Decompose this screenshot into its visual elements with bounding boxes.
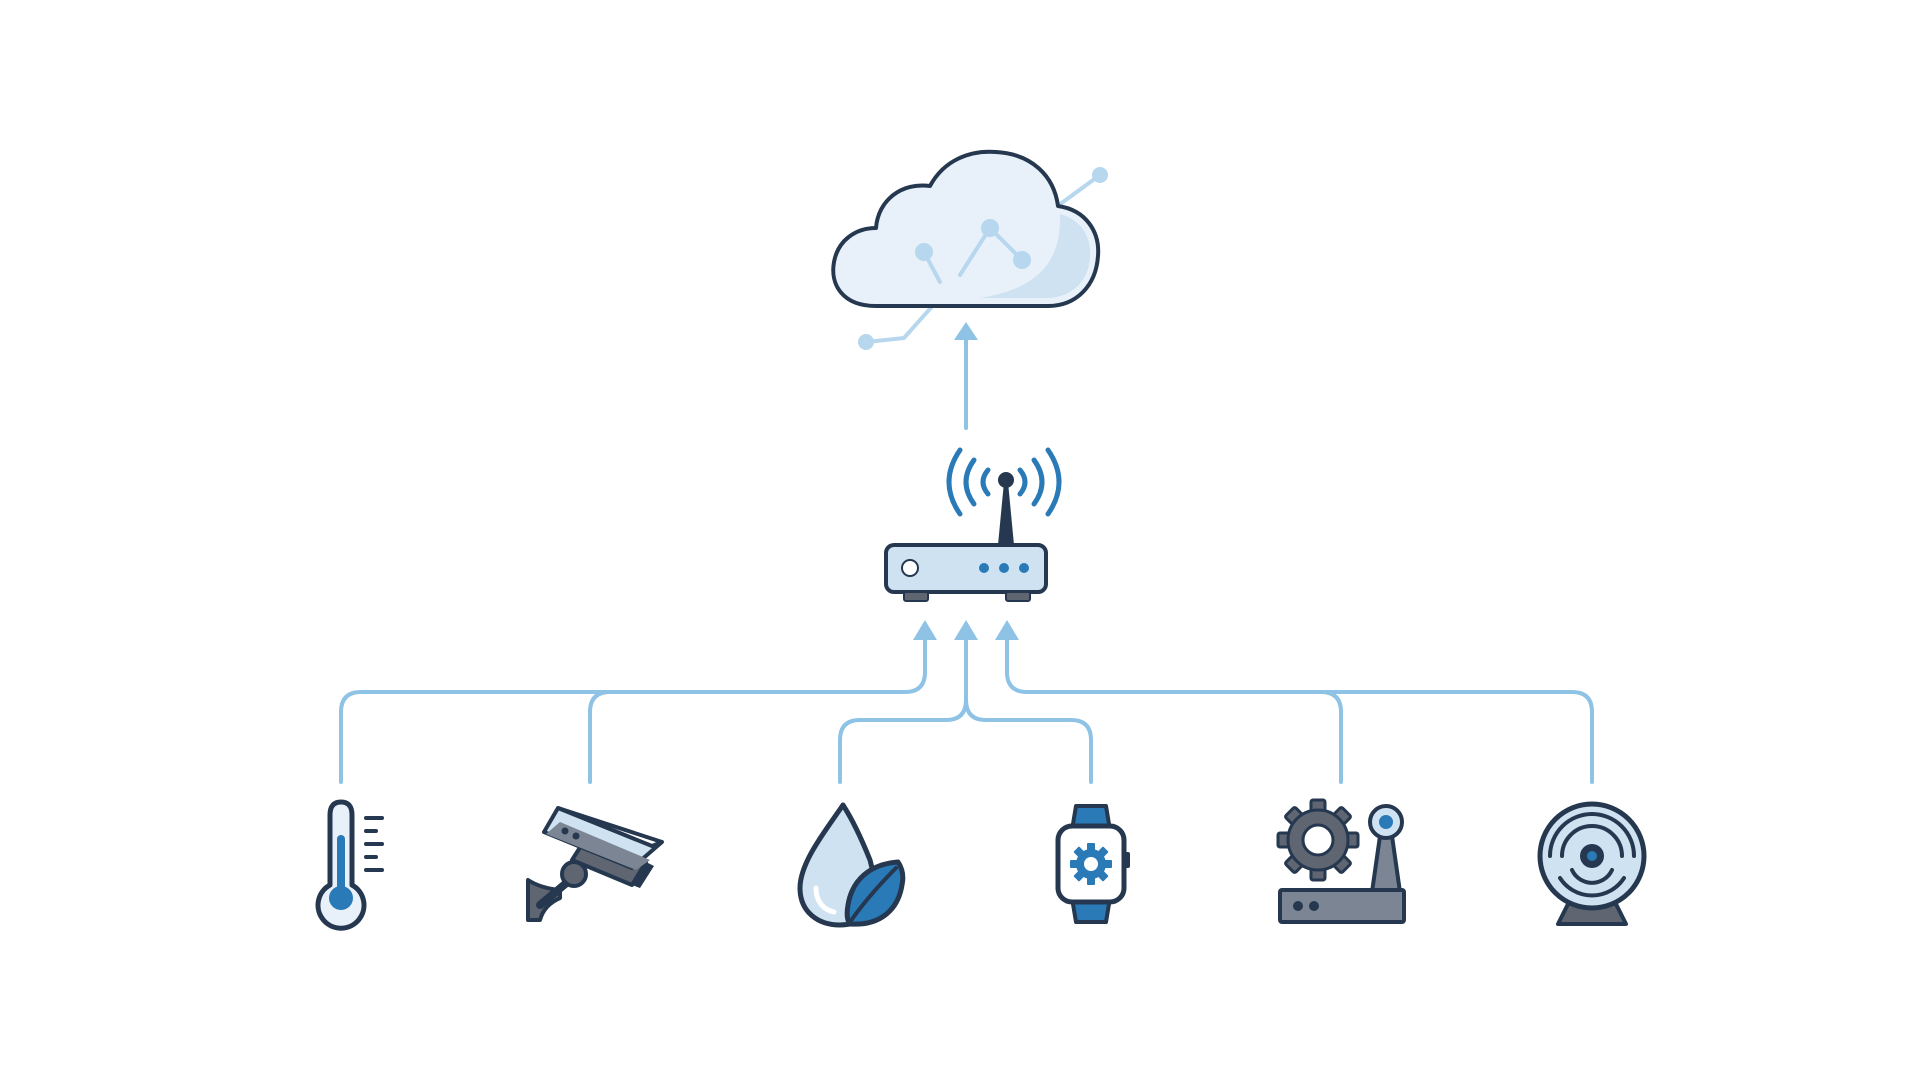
arrow-right-gateway [995, 620, 1019, 640]
radar-sensor-icon [1537, 801, 1647, 926]
gear-antenna-controller-icon [1276, 798, 1406, 924]
water-drop-leaf-icon [797, 802, 906, 928]
cloud-network-icon [831, 149, 1108, 350]
connectors [339, 322, 1594, 784]
edge-smartwatch-gateway [964, 698, 1093, 784]
edge-water-gateway [838, 636, 968, 784]
thermometer-icon [315, 799, 384, 931]
arrow-to-cloud [954, 322, 978, 340]
arrow-left-gateway [913, 620, 937, 640]
security-camera-icon [526, 806, 664, 922]
smartwatch-icon [1055, 804, 1130, 924]
arrow-middle-gateway [954, 620, 978, 640]
edge-thermometer-gateway [339, 636, 927, 784]
edge-camera-gateway [588, 690, 612, 784]
edge-industrial-gateway [1319, 690, 1343, 784]
edge-sensor-gateway [1005, 636, 1594, 784]
wifi-router-icon [884, 447, 1062, 602]
